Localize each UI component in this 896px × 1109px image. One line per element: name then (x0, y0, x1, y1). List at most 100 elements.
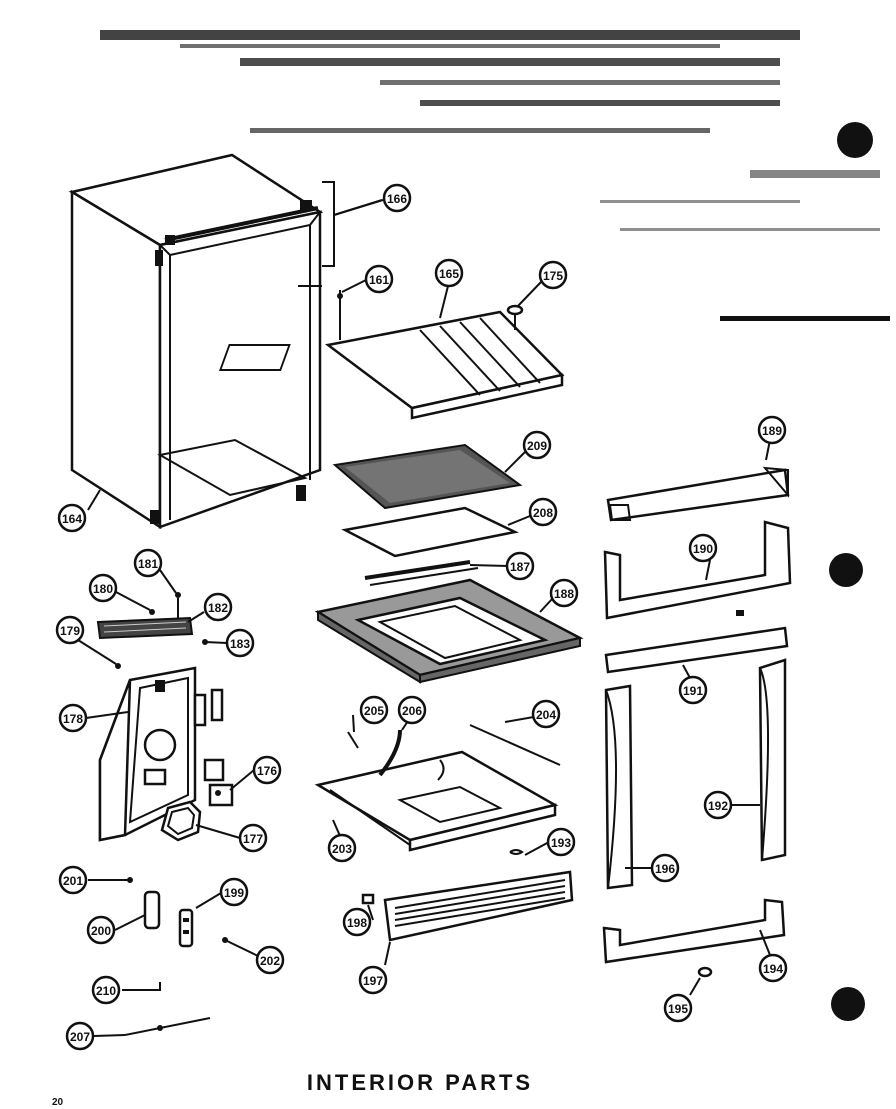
thermostat-176 (208, 783, 234, 807)
callout-circle (382, 183, 412, 213)
scan-noise (100, 30, 890, 1021)
part-195 (697, 966, 713, 978)
callout-circle (650, 853, 680, 883)
callout-200: 200 (86, 915, 116, 945)
callout-176: 176 (252, 755, 282, 785)
drawer-front-197 (361, 849, 574, 942)
callout-199: 199 (219, 877, 249, 907)
callout-210: 210 (91, 975, 121, 1005)
callout-circle (546, 827, 576, 857)
callout-label: 164 (62, 512, 82, 526)
callout-label: 210 (96, 984, 116, 998)
strip-187 (364, 560, 479, 586)
callout-161: 161 (364, 264, 394, 294)
callout-circle (65, 1021, 95, 1051)
callout-label: 177 (243, 832, 263, 846)
callout-circle (522, 430, 552, 460)
callout-192: 192 (703, 790, 733, 820)
callout-label: 189 (762, 424, 782, 438)
callout-label: 209 (527, 439, 547, 453)
pad-208 (341, 506, 519, 558)
callout-label: 190 (693, 542, 713, 556)
callout-circle (55, 615, 85, 645)
callout-201: 201 (58, 865, 88, 895)
callout-label: 166 (387, 192, 407, 206)
callout-circle (434, 258, 464, 288)
callout-label: 198 (347, 916, 367, 930)
callout-label: 182 (208, 601, 228, 615)
callout-188: 188 (549, 578, 579, 608)
door-shelf-189 (606, 466, 790, 522)
door-liner-192 (758, 658, 787, 862)
callout-circle (225, 628, 255, 658)
callout-198: 198 (342, 907, 372, 937)
callout-197: 197 (358, 965, 388, 995)
callout-label: 197 (363, 974, 383, 988)
callout-circle (757, 415, 787, 445)
callout-label: 188 (554, 587, 574, 601)
callout-label: 179 (60, 624, 80, 638)
callout-166: 166 (382, 183, 412, 213)
callout-circle (663, 993, 693, 1023)
callout-177: 177 (238, 823, 268, 853)
callout-label: 193 (551, 836, 571, 850)
callout-label: 181 (138, 557, 158, 571)
gasket-177 (160, 800, 202, 842)
retainer-191 (604, 610, 789, 674)
callout-circle (531, 699, 561, 729)
callout-187: 187 (505, 551, 535, 581)
callout-label: 199 (224, 886, 244, 900)
tray-203 (314, 724, 561, 852)
callout-circle (358, 965, 388, 995)
callout-196: 196 (650, 853, 680, 883)
callout-194: 194 (758, 953, 788, 983)
callout-circle (203, 592, 233, 622)
callout-circle (397, 695, 427, 725)
callout-191: 191 (678, 675, 708, 705)
callout-209: 209 (522, 430, 552, 460)
callout-circle (505, 551, 535, 581)
callout-label: 200 (91, 924, 111, 938)
callout-circle (364, 264, 394, 294)
callout-circle (327, 833, 357, 863)
callout-circle (688, 533, 718, 563)
callout-204: 204 (531, 699, 561, 729)
callout-circle (538, 260, 568, 290)
callout-circle (57, 503, 87, 533)
callout-circle (91, 975, 121, 1005)
door-shelf-194 (602, 898, 786, 964)
callout-208: 208 (528, 497, 558, 527)
callout-circle (133, 548, 163, 578)
frame-188 (314, 578, 584, 684)
heater-182 (96, 592, 208, 669)
callout-circle (549, 578, 579, 608)
callout-206: 206 (397, 695, 427, 725)
callout-circle (342, 907, 372, 937)
page-number: 20 (52, 1097, 64, 1108)
diagram-caption: INTERIOR PARTS (306, 1070, 534, 1095)
callout-202: 202 (255, 945, 285, 975)
callout-label: 205 (364, 704, 384, 718)
callout-circle (58, 703, 88, 733)
callout-164: 164 (57, 503, 87, 533)
hinges-199-202 (124, 877, 228, 1036)
callout-205: 205 (359, 695, 389, 725)
door-shelf-190 (603, 520, 792, 620)
callout-label: 180 (93, 582, 113, 596)
callout-181: 181 (133, 548, 163, 578)
callout-label: 192 (708, 799, 728, 813)
callout-circle (58, 865, 88, 895)
callout-165: 165 (434, 258, 464, 288)
callout-label: 194 (763, 962, 783, 976)
callout-195: 195 (663, 993, 693, 1023)
door-liner-196 (604, 684, 634, 890)
callout-207: 207 (65, 1021, 95, 1051)
callout-circle (703, 790, 733, 820)
callout-label: 161 (369, 273, 389, 287)
callout-label: 195 (668, 1002, 688, 1016)
callout-circle (255, 945, 285, 975)
callout-label: 191 (683, 684, 703, 698)
